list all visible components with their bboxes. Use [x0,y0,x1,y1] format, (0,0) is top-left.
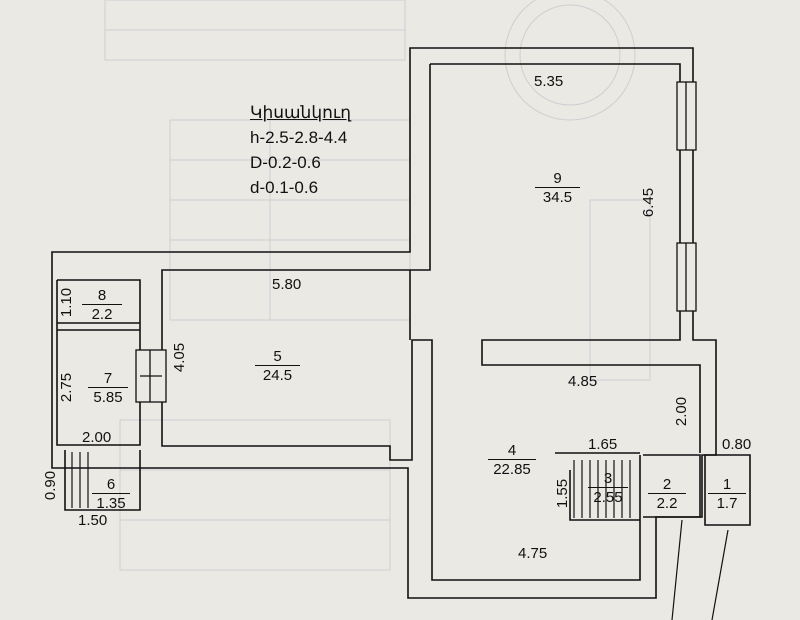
dim-155: 1.55 [554,478,572,509]
dim-150: 1.50 [78,512,108,529]
room-label-6: 6 1.35 [92,476,130,512]
stair-treads [573,460,631,518]
stair-3-outline [555,452,640,521]
legend-title: Կիսանկուղ [250,103,352,122]
entry-steps [71,452,89,508]
dim-485: 4.85 [568,373,598,390]
room-label-8: 8 2.2 [82,287,122,323]
room-5-bottom-wall [161,339,641,581]
walls [51,47,751,599]
dim-475: 4.75 [518,545,548,562]
legend: Կիսանկուղ h-2.5-2.8-4.4 D-0.2-0.6 d-0.1-… [250,100,351,200]
dim-090: 0.90 [42,470,60,501]
dim-645: 6.45 [640,187,658,218]
room-label-5: 5 24.5 [255,348,300,384]
room-label-9: 9 34.5 [535,170,580,206]
dim-200-left: 2.00 [82,429,112,446]
background-stamp-texture [104,0,651,571]
doors [135,349,167,403]
entry-lines [671,519,729,620]
outer-wall [51,47,717,599]
room-9-wall [430,63,701,453]
room-8-divider [57,322,140,331]
dim-275: 2.75 [58,372,76,403]
room-label-2: 2 2.2 [648,476,686,512]
dim-080: 0.80 [722,436,752,453]
room-2-wall [643,454,701,518]
legend-height: h-2.5-2.8-4.4 [250,128,348,147]
dim-110: 1.10 [58,287,76,318]
room-label-4: 4 22.85 [488,442,536,478]
room-label-3: 3 2.55 [588,470,628,506]
dim-200-right: 2.00 [673,396,691,427]
room-label-7: 7 5.85 [88,370,128,406]
room-7-8-wall [57,279,141,350]
dim-405: 4.05 [171,342,189,373]
room-9-left-wall [161,64,431,287]
room-7-wall [56,280,141,446]
dim-535: 5.35 [534,73,564,90]
dim-580: 5.80 [272,276,302,293]
windows [676,81,697,312]
legend-d: d-0.1-0.6 [250,178,319,197]
room-label-1: 1 1.7 [708,476,746,512]
room-1-wall [704,454,751,526]
room-6-wall [64,450,141,511]
dim-165: 1.65 [588,436,618,453]
legend-D: D-0.2-0.6 [250,153,321,172]
